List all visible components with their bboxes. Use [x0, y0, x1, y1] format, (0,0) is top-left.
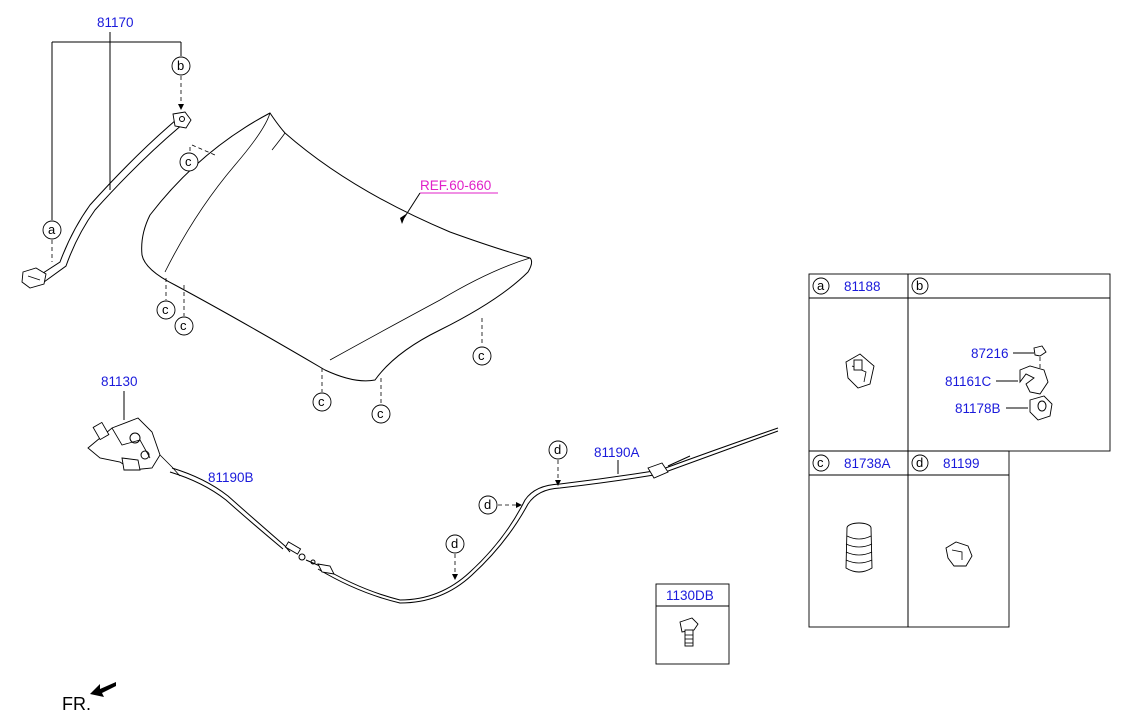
bumper-81738a: [845, 522, 873, 573]
cable-81190b: [169, 467, 321, 567]
label-81170[interactable]: 81170: [97, 15, 134, 30]
bolt-box-1130db: 1130DB: [655, 583, 730, 665]
cable-81190a: [317, 427, 779, 604]
svg-text:c: c: [180, 318, 187, 333]
bracket-81161c: [1019, 365, 1049, 395]
label-81190b[interactable]: 81190B: [208, 470, 254, 485]
svg-text:d: d: [554, 442, 561, 457]
parts-table: [808, 273, 1111, 628]
bolt-icon: [679, 617, 699, 647]
clip-81199: [945, 541, 973, 567]
callout-c-left-2: c: [174, 285, 194, 336]
callout-c-top: c: [179, 144, 216, 172]
label-81199[interactable]: 81199: [943, 456, 980, 471]
svg-text:b: b: [177, 58, 184, 73]
table-cell-d: d 81199: [911, 454, 980, 567]
callout-d-top: d: [548, 440, 568, 486]
svg-text:REF.60-660: REF.60-660: [420, 178, 491, 193]
table-cell-a: a 81188: [812, 277, 881, 389]
callout-c-bottom-2: c: [371, 378, 391, 424]
svg-text:b: b: [916, 278, 923, 293]
label-81161c[interactable]: 81161C: [945, 374, 992, 389]
label-81130[interactable]: 81130: [101, 374, 138, 389]
callout-a-left: a: [42, 220, 62, 262]
table-cell-c: c 81738A: [812, 454, 891, 573]
bushing-81178b: [1029, 395, 1053, 421]
label-81190a[interactable]: 81190A: [594, 445, 640, 460]
callout-d-low: d: [445, 534, 465, 580]
callout-c-bottom-1: c: [312, 368, 332, 412]
svg-text:c: c: [185, 154, 192, 169]
callout-d-mid: d: [478, 495, 522, 515]
callout-b-top: b: [171, 56, 191, 110]
hood-latch-81130: [87, 417, 181, 477]
callout-c-right: c: [472, 318, 492, 366]
svg-text:c: c: [318, 394, 325, 409]
svg-text:c: c: [162, 302, 169, 317]
svg-text:c: c: [377, 406, 384, 421]
front-indicator: FR.: [62, 682, 116, 714]
table-cell-b: b 87216 81161C 81178B: [911, 277, 1053, 421]
svg-text:c: c: [817, 455, 824, 470]
svg-text:a: a: [817, 278, 825, 293]
svg-text:FR.: FR.: [62, 694, 91, 714]
label-81738a[interactable]: 81738A: [844, 456, 891, 471]
front-arrow-icon: [90, 682, 116, 697]
svg-text:c: c: [478, 348, 485, 363]
svg-text:d: d: [484, 497, 491, 512]
clip-81188: [845, 353, 875, 389]
label-87216[interactable]: 87216: [971, 346, 1009, 361]
callout-c-left-1: c: [156, 278, 176, 320]
hood-ref-label[interactable]: REF.60-660: [400, 178, 498, 224]
stay-rod: [21, 111, 192, 289]
pin-87216: [1033, 345, 1047, 372]
svg-text:d: d: [916, 455, 923, 470]
svg-text:a: a: [48, 222, 56, 237]
label-81188[interactable]: 81188: [844, 279, 881, 294]
svg-text:d: d: [451, 536, 458, 551]
hood-panel: [141, 112, 533, 382]
bracket-81170: [51, 32, 182, 220]
label-1130db[interactable]: 1130DB: [666, 588, 714, 603]
label-81178b[interactable]: 81178B: [955, 401, 1001, 416]
